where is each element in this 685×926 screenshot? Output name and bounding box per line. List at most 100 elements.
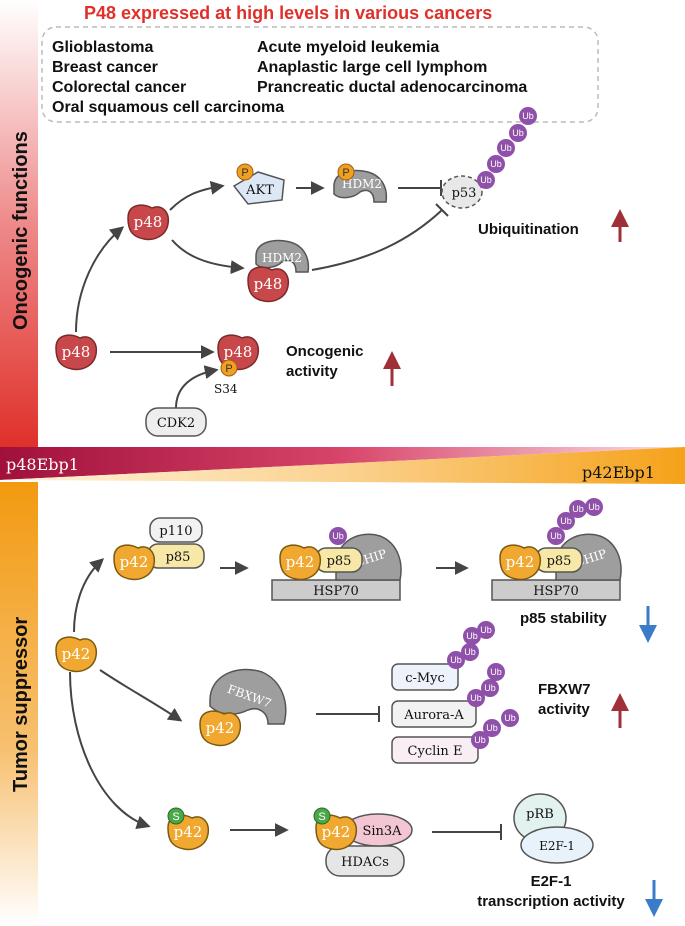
arrow-p48-to-p48mid [75, 226, 125, 333]
p85-stability-label: p85 stability [520, 610, 607, 627]
svg-text:Ub: Ub [490, 159, 502, 169]
ub-icon: Ub [477, 171, 495, 189]
svg-text:P: P [225, 363, 232, 375]
svg-text:Ub: Ub [550, 531, 562, 541]
ubiquitination-label: Ubiquitination [478, 221, 579, 238]
e2f1-activity-label: E2F-1 [531, 873, 572, 890]
svg-text:p42: p42 [62, 645, 91, 663]
svg-text:Ub: Ub [484, 683, 496, 693]
svg-text:Ub: Ub [500, 143, 512, 153]
phospho-icon [220, 359, 238, 377]
fbxw7-node [209, 668, 287, 725]
svg-text:p48: p48 [254, 275, 283, 293]
inhibit-bar-2 [435, 203, 449, 217]
hdm2-node: HDM2 [255, 239, 310, 273]
p48-node: p48 [217, 334, 260, 371]
svg-text:c-Myc: c-Myc [405, 671, 445, 686]
phospho-icon [236, 163, 254, 181]
svg-text:Ub: Ub [466, 631, 478, 641]
svg-text:Ub: Ub [522, 111, 534, 121]
e2f1-node [520, 826, 594, 864]
oncogenic-sidebar [0, 0, 38, 447]
cancer-list: Glioblastoma Breast cancer Colorectal ca… [52, 39, 527, 116]
svg-text:Cyclin E: Cyclin E [408, 744, 463, 759]
serine-icon [167, 807, 185, 825]
svg-text:S: S [172, 811, 179, 823]
p42ebp1-band [0, 447, 685, 484]
svg-text:Ub: Ub [480, 175, 492, 185]
svg-text:Ub: Ub [450, 655, 462, 665]
p48ebp1-label: p48Ebp1 [6, 455, 79, 474]
phospho-icon [337, 163, 355, 181]
p42-node: p42 [113, 544, 156, 581]
ub-icon: Ub [463, 627, 481, 645]
p48-node: p48 [55, 334, 98, 371]
arrow-p48-to-akt [169, 180, 225, 211]
svg-text:Ub: Ub [490, 667, 502, 677]
svg-text:p85: p85 [547, 554, 572, 569]
serine-icon [313, 807, 331, 825]
svg-text:HSP70: HSP70 [313, 584, 359, 599]
svg-text:p42: p42 [286, 553, 315, 571]
ub-icon: Ub [585, 498, 603, 516]
hdacs-node [325, 845, 405, 877]
ub-icon: Ub [569, 500, 587, 518]
ub-icon: Ub [447, 651, 465, 669]
arrow-p42-to-p85 [73, 558, 105, 633]
ub-icon: Ub [557, 512, 575, 530]
arrow-p42-to-sp42 [69, 671, 151, 830]
oncogenic-sidebar-label: Oncogenic functions [10, 131, 32, 330]
p48-node: p48 [247, 266, 290, 303]
svg-text:p85: p85 [166, 550, 191, 565]
cancer-item: Anaplastic large cell lymphom [257, 59, 487, 76]
svg-text:p42: p42 [174, 823, 203, 841]
fbxw7-activity-label: activity [538, 701, 590, 718]
arrow-cdk2-to-p48 [175, 365, 219, 409]
p42-node: p42 [167, 814, 210, 851]
svg-text:Ub: Ub [332, 531, 344, 541]
page-title: P48 expressed at high levels in various … [84, 3, 492, 23]
fbxw7-activity-label: FBXW7 [538, 681, 591, 698]
svg-text:p48: p48 [134, 213, 163, 231]
svg-text:E2F-1: E2F-1 [539, 839, 575, 853]
svg-text:Ub: Ub [572, 504, 584, 514]
svg-text:Ub: Ub [480, 625, 492, 635]
svg-text:pRB: pRB [526, 807, 554, 822]
svg-text:Ub: Ub [474, 735, 486, 745]
oncogenic-activity-label: Oncogenic [286, 343, 364, 360]
s34-label: S34 [214, 382, 238, 396]
svg-text:Ub: Ub [560, 516, 572, 526]
svg-text:p42: p42 [322, 823, 351, 841]
ub-chain: Ub Ub Ub Ub Ub [477, 107, 537, 189]
svg-text:Ub: Ub [588, 502, 600, 512]
suppressor-sidebar [0, 482, 38, 926]
ub-icon: Ub [497, 139, 515, 157]
svg-text:Ub: Ub [486, 723, 498, 733]
inhibit-complex-p53 [311, 209, 443, 271]
arrow-p48-to-complex [171, 239, 245, 275]
cancer-item: Glioblastoma [52, 39, 153, 56]
svg-text:Ub: Ub [512, 128, 524, 138]
akt-label: AKT [245, 183, 274, 198]
cdk2-node [145, 407, 207, 437]
svg-text:S: S [318, 811, 325, 823]
p110-node [149, 517, 203, 543]
svg-text:HDM2: HDM2 [262, 251, 302, 265]
hdm2-node: HDM2 [333, 169, 388, 203]
p53-node [441, 175, 483, 209]
svg-text:HDM2: HDM2 [342, 177, 382, 191]
svg-text:Ub: Ub [470, 693, 482, 703]
ub-icon: Ub [487, 155, 505, 173]
cancer-item: Oral squamous cell carcinoma [52, 99, 284, 116]
svg-text:p42: p42 [206, 719, 235, 737]
p53-label: p53 [452, 186, 477, 201]
p48-node: p48 [127, 204, 170, 241]
oncogenic-activity-label: activity [286, 363, 338, 380]
svg-text:Aurora-A: Aurora-A [403, 708, 464, 723]
svg-text:p48: p48 [62, 343, 91, 361]
svg-text:p48: p48 [224, 343, 253, 361]
ub-icon: Ub [483, 719, 501, 737]
svg-text:p85: p85 [327, 554, 352, 569]
cancer-list-box [41, 26, 599, 123]
ub-icon: Ub [547, 527, 565, 545]
